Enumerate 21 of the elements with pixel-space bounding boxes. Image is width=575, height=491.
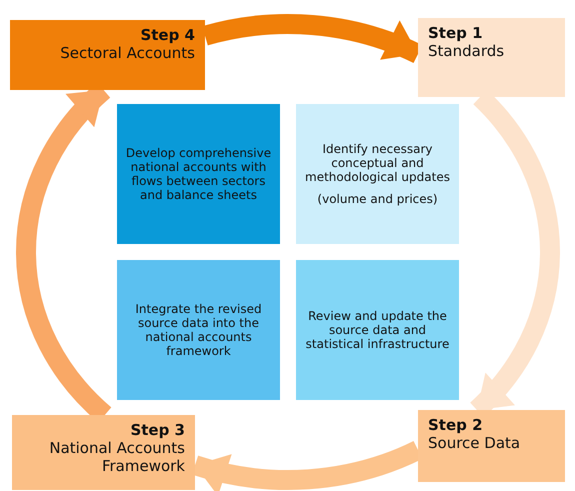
step-title: National Accounts Framework xyxy=(48,439,185,475)
quadrant-panel xyxy=(117,260,280,400)
quadrant-panel xyxy=(296,104,459,244)
step-box xyxy=(12,415,195,490)
step-title: Source Data xyxy=(428,434,522,452)
description-text: Integrate the revised source data into the national accounts framework xyxy=(134,302,263,358)
step-title: Standards xyxy=(428,42,506,60)
step-title: Sectoral Accounts xyxy=(59,44,195,62)
description-text: Identify necessary conceptual and methodological updates xyxy=(304,142,451,184)
description-text: Develop comprehensive national accounts with flows between sectors and balance sheets xyxy=(125,146,272,202)
step-box xyxy=(418,18,565,97)
step-heading: Step 2 xyxy=(428,416,484,434)
step-box xyxy=(10,20,205,90)
step-box xyxy=(418,410,565,482)
step-heading: Step 4 xyxy=(139,26,195,44)
quadrant-panel xyxy=(296,260,459,400)
step-heading: Step 1 xyxy=(428,24,484,42)
step-heading: Step 3 xyxy=(129,421,185,439)
quadrant-panel xyxy=(117,104,280,244)
note-text: (volume and prices) xyxy=(317,192,438,206)
description-text: Review and update the source data and statistical infrastructure xyxy=(304,309,450,351)
